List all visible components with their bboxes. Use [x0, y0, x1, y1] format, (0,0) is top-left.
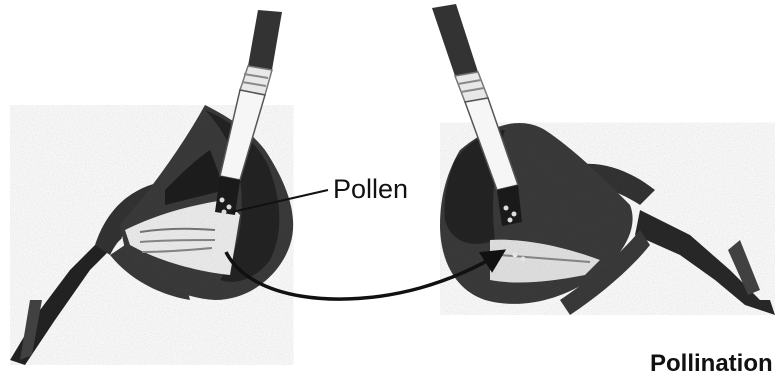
- pollen-label: Pollen: [333, 174, 408, 205]
- right-flower-stem: [635, 210, 775, 315]
